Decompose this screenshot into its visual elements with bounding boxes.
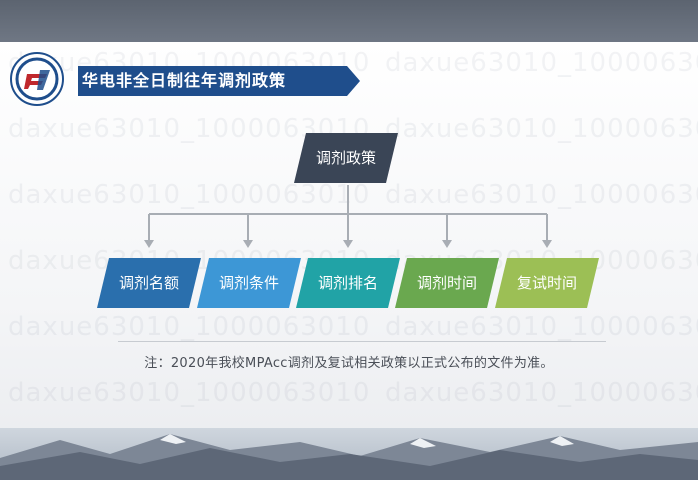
university-logo (10, 52, 64, 106)
watermark-text: daxue63010_1000063010 (8, 312, 371, 342)
page-title: 华电非全日制往年调剂政策 (82, 71, 287, 90)
child-node-shape (197, 258, 301, 308)
footnote: 注：2020年我校MPAcc调剂及复试相关政策以正式公布的文件为准。 (144, 356, 554, 371)
child-node-conditions: 调剂条件 (197, 258, 301, 308)
child-node-label: 调剂时间 (416, 274, 477, 292)
mountain-image (0, 434, 698, 480)
child-node-shape (395, 258, 499, 308)
child-node-shape (495, 258, 599, 308)
child-node-shape (296, 258, 400, 308)
watermark-text: daxue63010_1000063010 (8, 378, 371, 408)
watermark-text: daxue63010_1000063010 (8, 180, 371, 210)
child-node-label: 复试时间 (516, 274, 577, 292)
root-node-label: 调剂政策 (315, 149, 376, 167)
watermark-text: daxue63010_1000063010 (385, 312, 698, 342)
child-node-label: 调剂条件 (218, 274, 279, 292)
child-node-ranking: 调剂排名 (296, 258, 400, 308)
root-node-shape (294, 133, 398, 183)
watermark-text: daxue63010_1000063010 (385, 114, 698, 144)
root-node: 调剂政策 (294, 133, 398, 183)
child-node-retest-time: 复试时间 (495, 258, 599, 308)
child-node-shape (97, 258, 201, 308)
child-node-label: 调剂名额 (118, 274, 179, 292)
child-node-adjust-time: 调剂时间 (395, 258, 499, 308)
top-header-band (0, 0, 698, 42)
child-node-quota: 调剂名额 (97, 258, 201, 308)
watermark-text: daxue63010_1000063010 (385, 48, 698, 78)
title-banner (75, 66, 360, 96)
child-node-label: 调剂排名 (317, 274, 378, 292)
watermark-text: daxue63010_1000063010 (385, 378, 698, 408)
watermark-text: daxue63010_1000063010 (385, 180, 698, 210)
divider-line (118, 341, 606, 342)
mountain-backdrop (0, 428, 698, 480)
